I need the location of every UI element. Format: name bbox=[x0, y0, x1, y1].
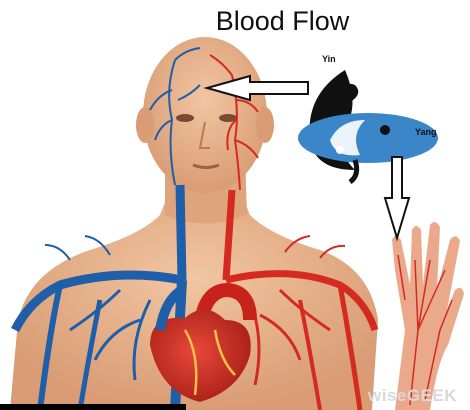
hand bbox=[392, 222, 464, 410]
jugular-vein bbox=[180, 185, 182, 280]
eye-left bbox=[176, 114, 194, 122]
head bbox=[143, 37, 267, 193]
watermark: wiseGEEK bbox=[368, 386, 457, 406]
bottom-bar bbox=[0, 404, 186, 410]
yin-label: Yin bbox=[322, 54, 336, 64]
diagram-title: Blood Flow bbox=[0, 6, 470, 37]
arrow-to-hand bbox=[385, 157, 409, 238]
ear-left bbox=[136, 107, 154, 143]
yin-yang-symbol bbox=[298, 70, 438, 182]
ear-right bbox=[256, 107, 274, 143]
yang-label: Yang bbox=[415, 127, 437, 137]
